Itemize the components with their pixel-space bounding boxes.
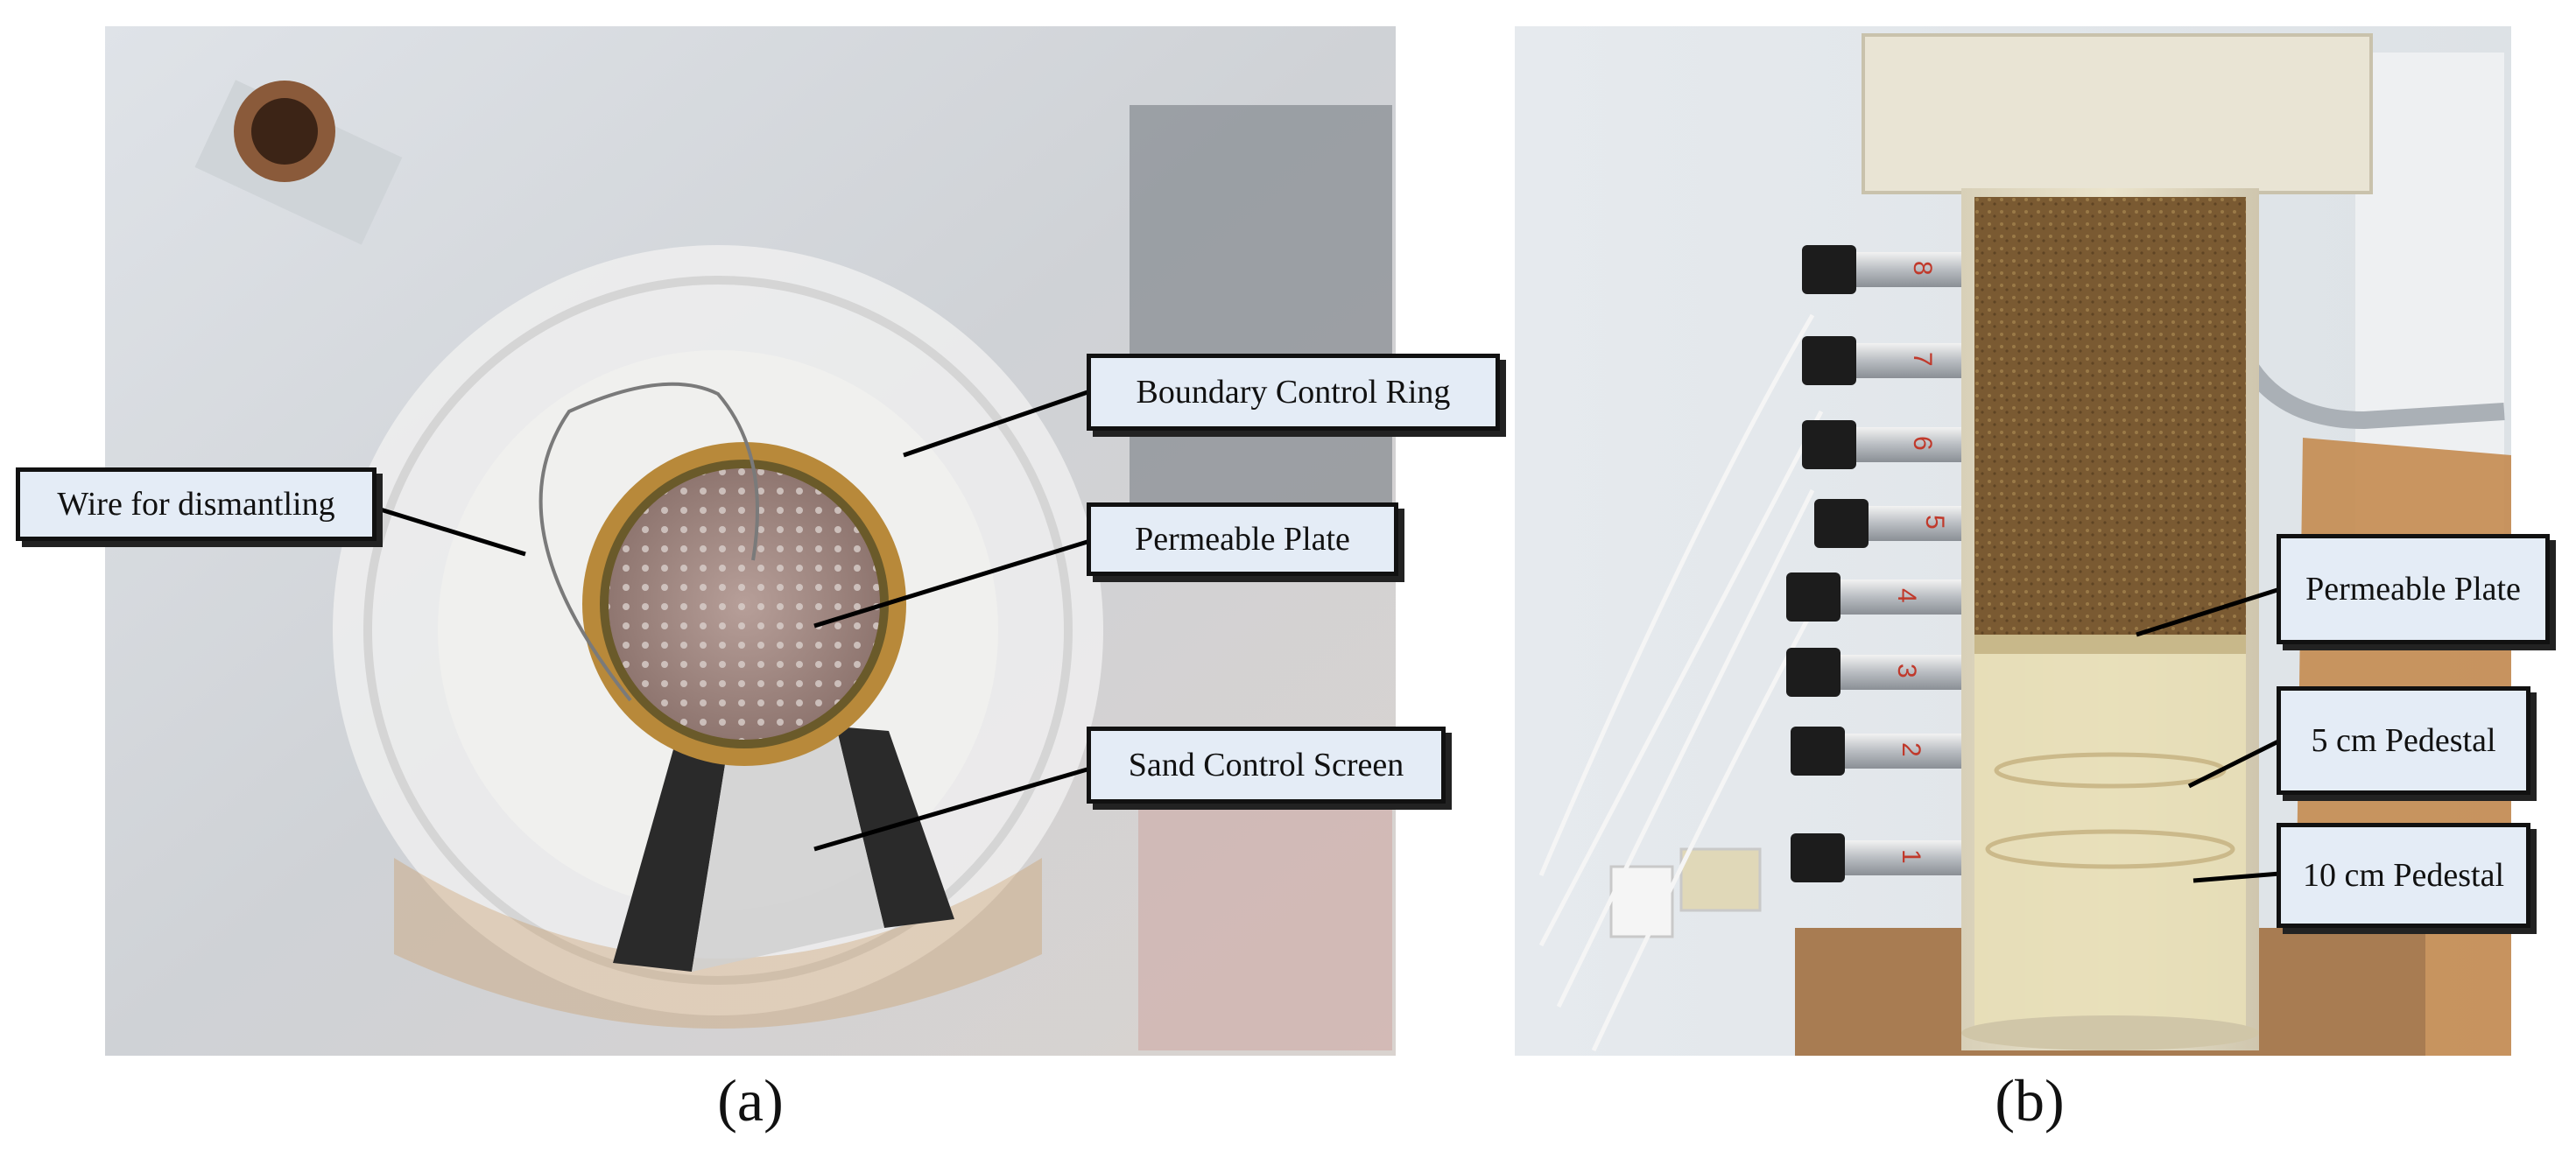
rust-stain (394, 858, 1042, 1029)
callout-permeable-plate-b-text: Permeable Plate (2305, 571, 2521, 608)
sensor-connector (1802, 420, 1856, 469)
sensor-number-label: 2 (1897, 742, 1925, 757)
sensor-connector (1791, 833, 1845, 882)
pressure-sensors: 8 7 6 5 4 3 2 1 (1786, 245, 1961, 882)
callout-5cm-pedestal: 5 cm Pedestal (2277, 686, 2530, 795)
pressure-sensor: 6 (1802, 420, 1961, 469)
callout-boundary-control-ring: Boundary Control Ring (1087, 354, 1500, 431)
top-cap (1862, 33, 2373, 194)
socket-plate (1679, 847, 1762, 912)
panel-a-floor-stain (1138, 788, 1392, 1050)
plate-perforations (609, 468, 880, 740)
sensor-body (1855, 252, 1961, 287)
sensor-number-label: 7 (1908, 352, 1937, 367)
sensor-body (1867, 506, 1961, 541)
pressure-sensor: 7 (1802, 336, 1961, 385)
callout-10cm-pedestal: 10 cm Pedestal (2277, 823, 2530, 928)
flange-inner-rim (363, 276, 1073, 985)
callout-5cm-pedestal-text: 5 cm Pedestal (2311, 722, 2496, 759)
pressure-sensor: 8 (1802, 245, 1961, 294)
sensor-connector (1786, 648, 1841, 697)
pressure-sensor: 1 (1791, 833, 1961, 882)
leader-boundary-ring (903, 389, 1091, 458)
callout-sand-control-screen: Sand Control Screen (1087, 727, 1446, 804)
sensor-number-label: 5 (1920, 515, 1949, 530)
water-section (1974, 654, 2246, 1039)
leader-wire (374, 505, 526, 557)
sensor-body (1843, 840, 1961, 875)
callout-permeable-plate-a-text: Permeable Plate (1135, 521, 1350, 558)
sensor-number-label: 8 (1908, 261, 1937, 276)
leader-5cm (2187, 738, 2282, 789)
pressure-sensor: 4 (1786, 572, 1961, 622)
pedestal-10cm-shape (1985, 829, 2235, 869)
sensor-connector (1786, 572, 1841, 622)
sensor-number-label: 6 (1908, 436, 1937, 451)
permeable-plate-layer (1974, 635, 2246, 654)
callout-sand-control-screen-text: Sand Control Screen (1128, 747, 1404, 783)
leader-10cm (2192, 871, 2281, 883)
pressure-sensor: 5 (1814, 499, 1961, 548)
sensor-body (1839, 655, 1961, 690)
sensor-body (1839, 580, 1961, 615)
callout-boundary-control-ring-text: Boundary Control Ring (1136, 374, 1451, 411)
leader-plate (813, 538, 1091, 629)
panel-a-photo (105, 26, 1396, 1056)
sensor-body (1843, 734, 1961, 769)
callout-wire-for-dismantling-text: Wire for dismantling (57, 486, 335, 523)
sensor-body (1855, 343, 1961, 378)
sensor-body (1855, 427, 1961, 462)
sensor-connector (1802, 245, 1856, 294)
panel-a-dark-patch (1130, 105, 1392, 560)
leader-screen (813, 766, 1091, 852)
pressure-sensor: 2 (1791, 727, 1961, 776)
caption-b: (b) (1995, 1067, 2065, 1134)
callout-permeable-plate-a: Permeable Plate (1087, 502, 1398, 576)
callout-permeable-plate-b: Permeable Plate (2277, 534, 2550, 644)
pressure-sensor: 3 (1786, 648, 1961, 697)
leader-plate-b (2136, 587, 2281, 637)
caption-a: (a) (717, 1067, 784, 1134)
sensor-connector (1802, 336, 1856, 385)
sensor-number-label: 1 (1897, 849, 1925, 864)
sensor-connector (1814, 499, 1869, 548)
sensor-number-label: 3 (1892, 664, 1921, 678)
callout-wire-for-dismantling: Wire for dismantling (16, 467, 377, 541)
cable-bundle (1538, 313, 1833, 1052)
tube-base-rim (1961, 1015, 2259, 1050)
dismantling-wire (538, 382, 759, 702)
screen-mesh (692, 727, 884, 972)
callout-10cm-pedestal-text: 10 cm Pedestal (2302, 857, 2505, 894)
drain-pipe-opening (251, 98, 318, 165)
sensor-connector (1791, 727, 1845, 776)
sensor-number-label: 4 (1892, 588, 1921, 603)
sand-column (1974, 197, 2246, 652)
